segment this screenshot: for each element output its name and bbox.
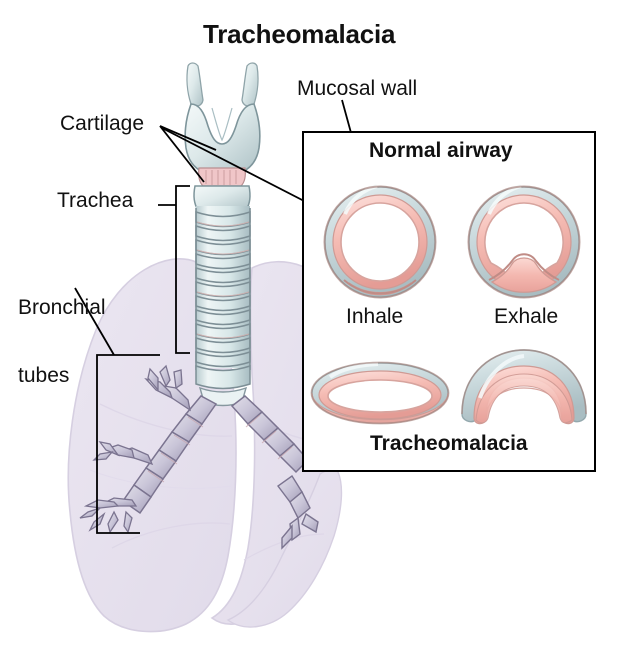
label-bronchial-tubes-line1: Bronchial xyxy=(18,296,106,320)
bronchial-tree xyxy=(79,364,319,550)
label-cartilage: Cartilage xyxy=(60,112,145,135)
label-trachea: Trachea xyxy=(57,189,134,212)
trachea xyxy=(195,206,251,370)
inset-panel xyxy=(302,131,596,472)
inset-header-normal-airway: Normal airway xyxy=(369,139,513,162)
inset-column-label-exhale: Exhale xyxy=(494,305,559,328)
label-bronchial-tubes-line2: tubes xyxy=(18,364,70,388)
bronchial-leader xyxy=(74,287,115,356)
label-bronchial-tubes: Bronchial tubes xyxy=(18,252,106,433)
trachea-bracket xyxy=(175,185,190,354)
larynx xyxy=(184,62,261,211)
bronchial-bracket xyxy=(96,354,160,534)
inset-footer-tracheomalacia: Tracheomalacia xyxy=(370,432,528,455)
label-mucosal-wall: Mucosal wall xyxy=(297,77,418,100)
inset-column-label-inhale: Inhale xyxy=(346,305,404,328)
page-title: Tracheomalacia xyxy=(203,19,396,49)
cartilage-leader-2 xyxy=(159,125,205,183)
cartilage-leader-1 xyxy=(159,125,217,151)
